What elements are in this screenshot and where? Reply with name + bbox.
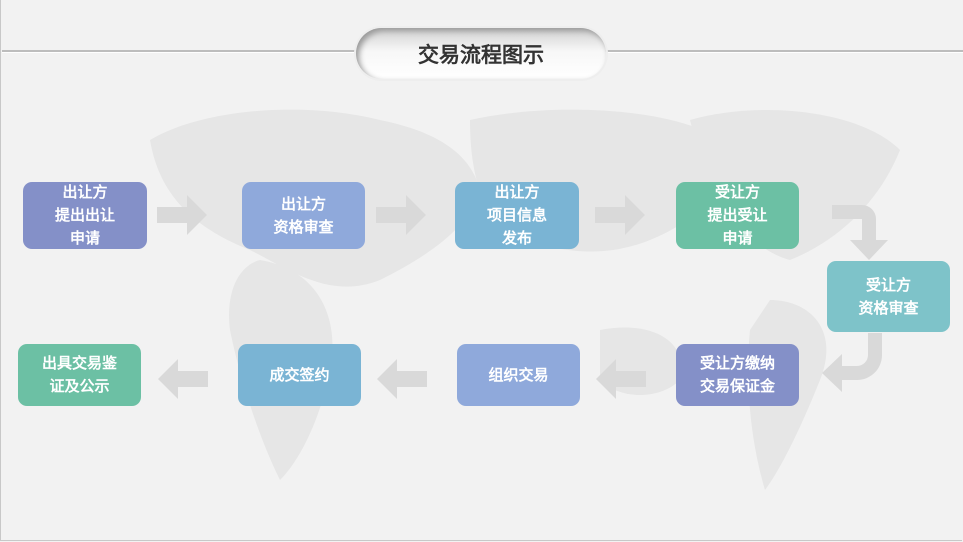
arrow-left-icon — [158, 359, 208, 399]
flow-step-label: 受让方缴纳 — [699, 354, 775, 372]
flow-step-label: 资格审查 — [858, 298, 919, 317]
flow-step-label: 提出出让 — [54, 206, 115, 224]
page-title: 交易流程图示 — [356, 28, 606, 79]
flow-step-3: 出让方项目信息发布 — [455, 182, 579, 249]
flow-step-label: 项目信息 — [486, 206, 547, 224]
arrow-left-turn-icon — [822, 333, 882, 392]
flow-step-label: 申请 — [69, 229, 100, 247]
arrow-right-icon — [376, 195, 426, 235]
flow-step-1: 出让方提出出让申请 — [23, 182, 147, 249]
flow-step-label: 提出受让 — [707, 206, 768, 224]
flow-step-label: 出让方 — [280, 194, 326, 213]
flow-step-label: 出让方 — [494, 183, 540, 201]
flow-step-label: 成交签约 — [269, 365, 330, 384]
arrow-right-icon — [157, 195, 207, 235]
flow-step-7: 组织交易 — [457, 344, 580, 406]
arrow-right-icon — [595, 195, 645, 235]
flow-step-9: 出具交易鉴证及公示 — [18, 344, 141, 406]
flow-step-label: 证及公示 — [49, 377, 110, 395]
flow-step-6: 受让方缴纳交易保证金 — [676, 344, 799, 406]
flow-step-label: 组织交易 — [488, 365, 549, 384]
flow-step-label: 交易保证金 — [699, 377, 775, 395]
flow-step-label: 发布 — [501, 229, 532, 247]
arrow-left-icon — [377, 359, 427, 399]
flow-step-8: 成交签约 — [238, 344, 361, 406]
flow-step-label: 资格审查 — [273, 217, 334, 236]
flow-step-2: 出让方资格审查 — [242, 182, 365, 249]
flow-step-label: 受让方 — [714, 183, 760, 201]
flow-step-label: 出让方 — [62, 183, 108, 201]
flow-step-label: 申请 — [722, 229, 753, 247]
arrow-down-turn-icon — [832, 205, 888, 260]
flow-step-5: 受让方资格审查 — [827, 261, 950, 332]
arrow-left-icon — [596, 359, 646, 399]
flow-step-4: 受让方提出受让申请 — [676, 182, 799, 249]
flow-step-label: 受让方 — [865, 275, 911, 294]
flow-step-label: 出具交易鉴 — [41, 354, 117, 372]
